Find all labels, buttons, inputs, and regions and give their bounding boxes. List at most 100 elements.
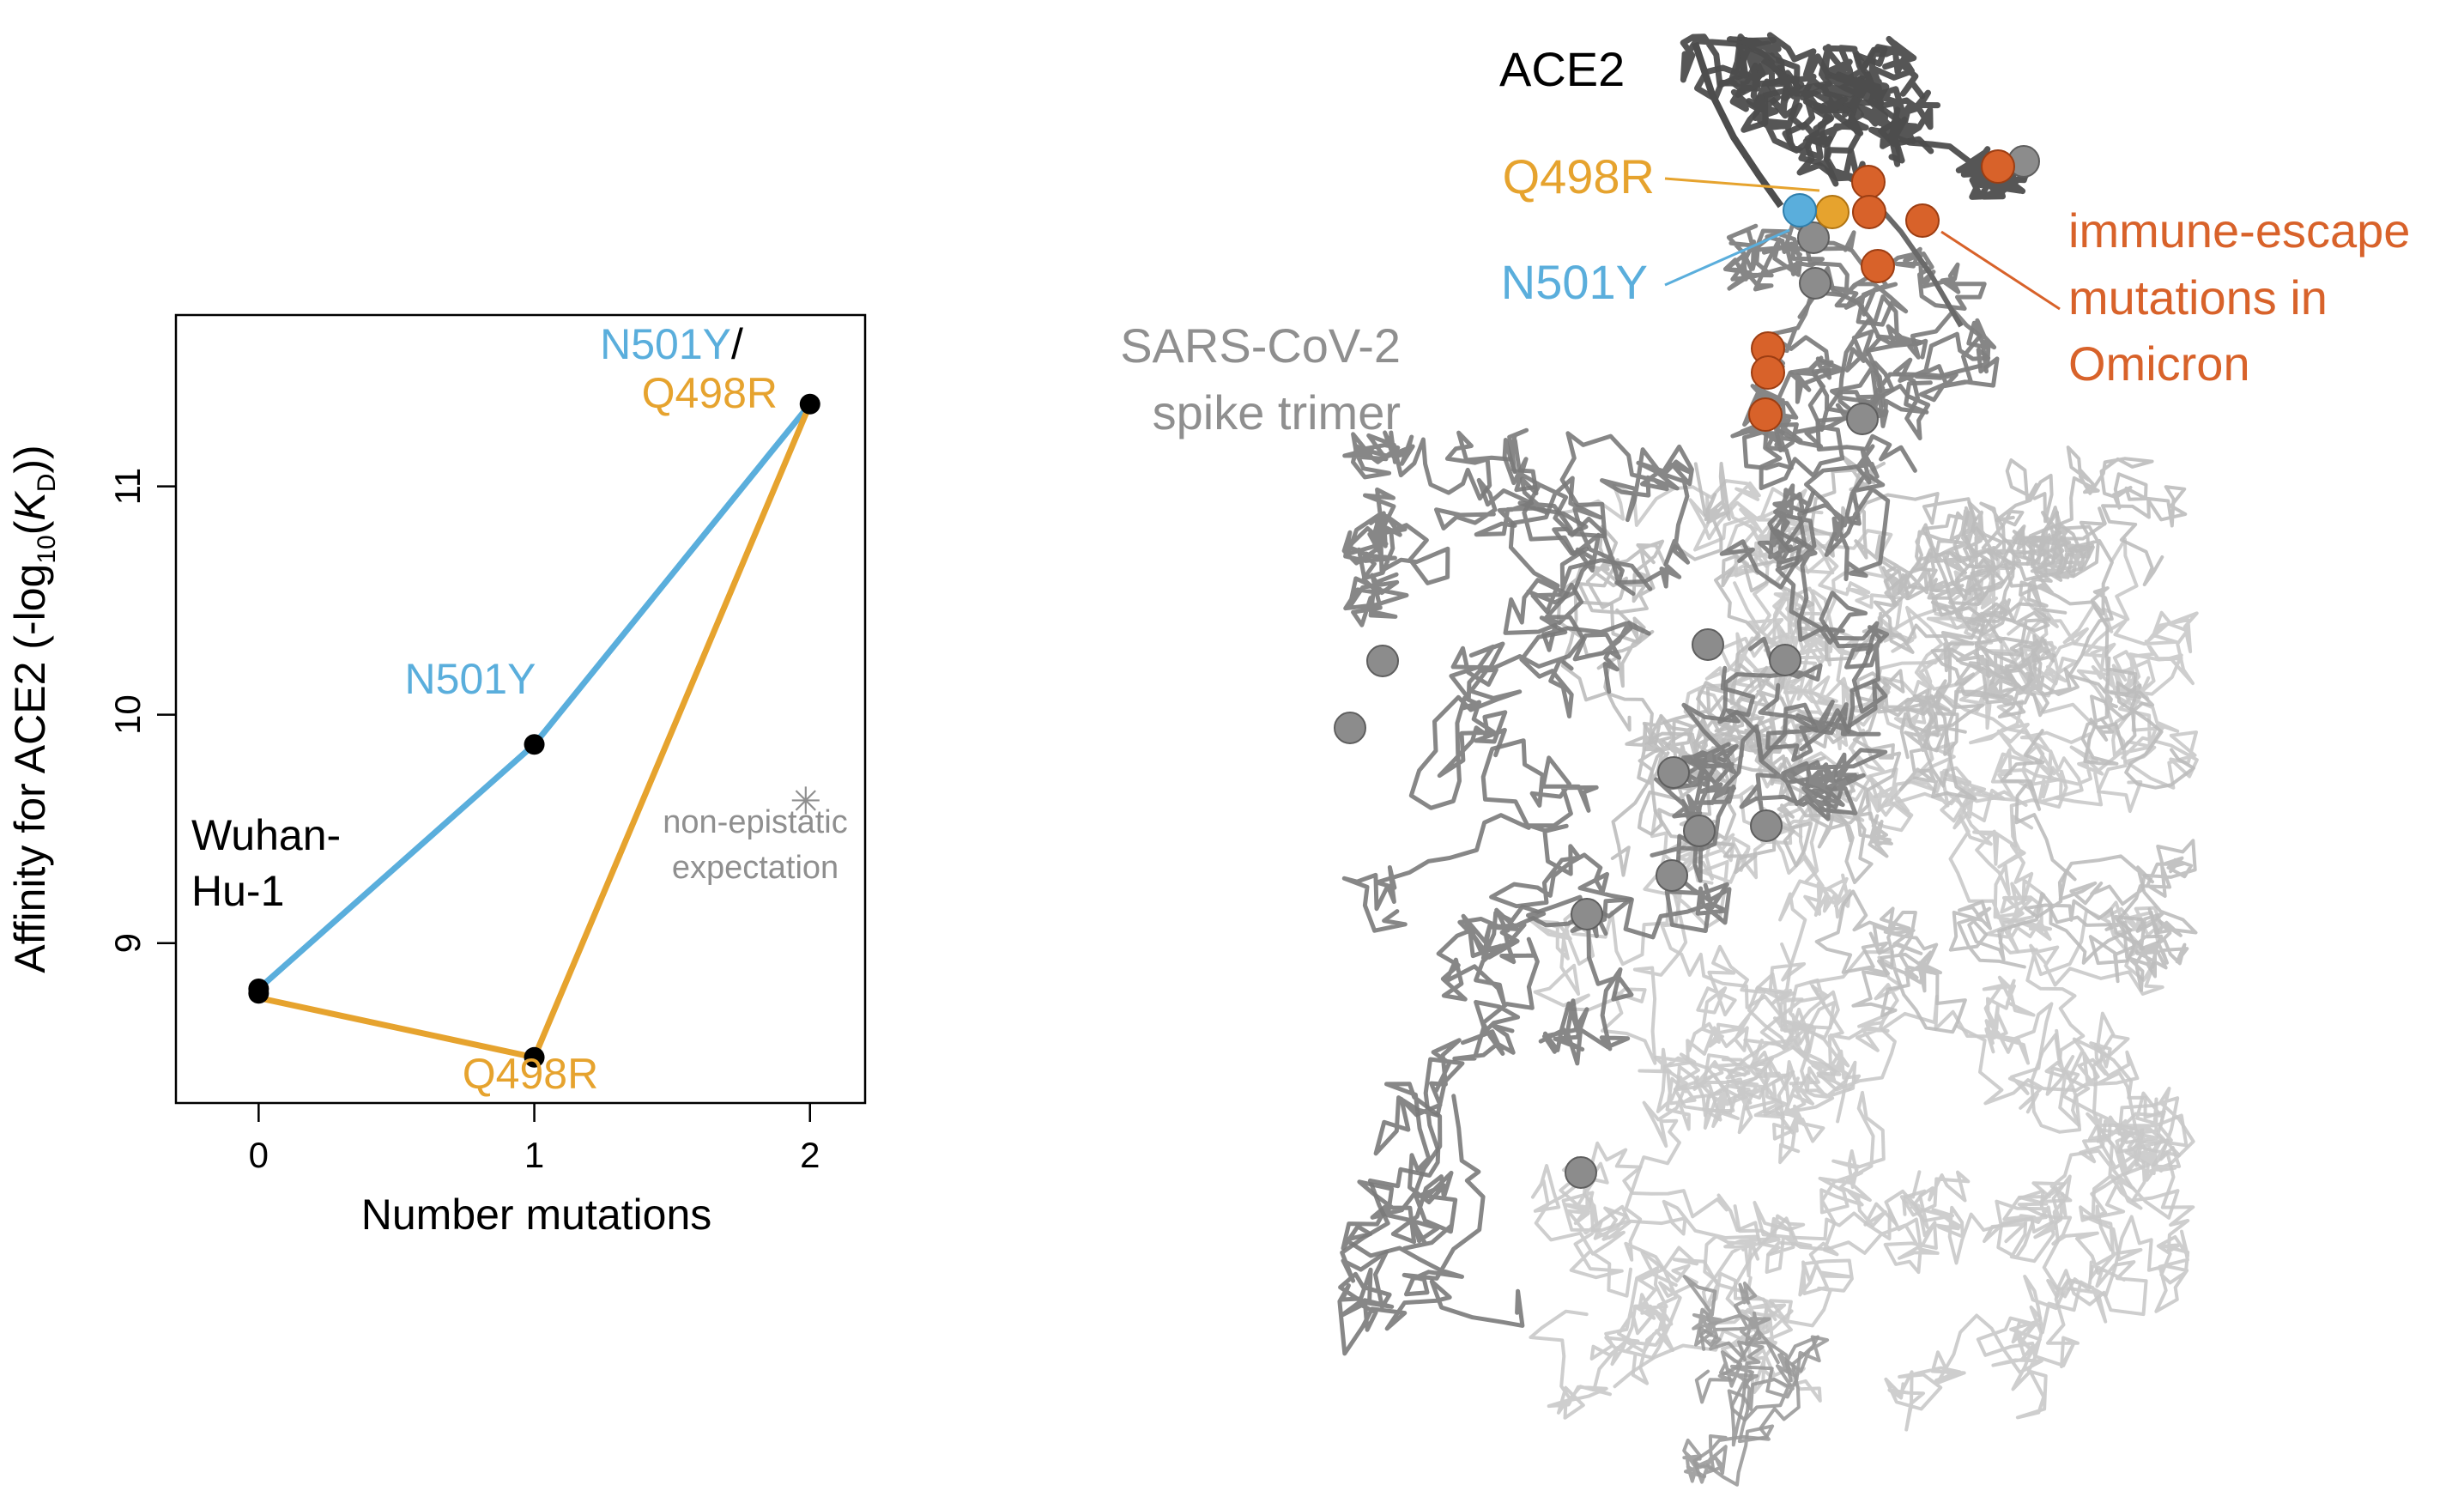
label-q498r: Q498R	[463, 1050, 598, 1098]
expectation-label-line2: expectation	[672, 850, 838, 886]
n501y-structure-label: N501Y	[1501, 255, 1648, 309]
y-axis-label-sub10: 10	[33, 535, 61, 563]
spike-chain-mid	[1893, 645, 2080, 734]
spike-chain-mid	[1961, 511, 2195, 790]
grey-sphere	[1769, 644, 1801, 676]
rbd-chain	[1730, 356, 1879, 470]
spike-chain-mid	[1948, 729, 2197, 969]
label-double-mutant-slash: /	[731, 320, 743, 368]
q498r-sphere	[1815, 195, 1850, 229]
escape-leader-line	[1940, 230, 2061, 311]
rbd-chain	[1759, 316, 1997, 491]
spike-chain-light	[1753, 1185, 2067, 1275]
spike-chain-dark	[1770, 444, 1891, 752]
spike-chain-mid	[1987, 445, 2188, 587]
spike-structure-illustration: ACE2 Q498R N501Y SARS-CoV-2 spike trimer…	[1120, 32, 2410, 1487]
escape-sphere	[1851, 165, 1886, 199]
grey-sphere	[1692, 628, 1724, 661]
grey-sphere	[1750, 809, 1783, 842]
x-axis: 0 1 2	[249, 1103, 820, 1175]
point-n501y-q498r	[799, 393, 820, 415]
spike-chain-mid	[1625, 554, 1800, 855]
spike-chain-mid	[2024, 854, 2198, 992]
points-layer	[248, 393, 820, 1068]
spike-chain-light	[1529, 1251, 1698, 1420]
immune-escape-spheres	[1748, 149, 2015, 432]
grey-sphere	[1846, 403, 1879, 435]
spike-chain-light	[1530, 1164, 1806, 1330]
spike-trimer-backbone	[1337, 222, 2199, 1487]
grey-sphere	[1656, 859, 1688, 892]
grey-sphere	[1799, 267, 1831, 300]
spike-chain-dark	[1717, 636, 1888, 821]
escape-label-line3: Omicron	[2068, 336, 2250, 391]
ace2-label: ACE2	[1499, 42, 1625, 96]
label-double-mutant-top: N501Y	[600, 320, 731, 368]
series-layer	[257, 402, 813, 1061]
spike-chain-mid	[1877, 634, 2056, 801]
rbd-chain	[1722, 222, 1856, 292]
y-axis-label-prefix: Affinity for ACE2 (-log	[6, 564, 54, 973]
spike-chain-light	[1692, 975, 2054, 1114]
escape-sphere	[1748, 397, 1783, 432]
spike-chain-light	[1613, 1090, 1971, 1389]
escape-label-line1: immune-escape	[2068, 203, 2410, 258]
ace2-chain	[1680, 33, 1864, 148]
grey-sphere	[1334, 712, 1366, 744]
grey-residue-spheres	[1334, 145, 2040, 1189]
rbd-chain	[1815, 308, 2000, 473]
label-double-mutant-bottom: Q498R	[642, 369, 778, 417]
spike-chain-light	[1624, 1052, 1795, 1331]
spike-label-line1: SARS-CoV-2	[1120, 318, 1401, 373]
spike-chain-dark	[1719, 483, 1888, 762]
grey-sphere	[1657, 756, 1690, 789]
n501y-leader-line	[1664, 228, 1790, 287]
q498r-structure-label: Q498R	[1503, 149, 1655, 203]
escape-sphere	[1861, 249, 1895, 283]
spike-chain-mid	[1850, 461, 2141, 751]
spike-chain-light	[1755, 737, 1977, 1051]
expectation-marker: ✳	[790, 780, 821, 822]
expectation-label-line1: non-epistatic	[663, 804, 847, 840]
spike-chain-mid	[1696, 664, 1852, 843]
spike-chain-dark	[1436, 904, 1547, 1061]
label-n501y: N501Y	[405, 655, 536, 703]
spike-chain-light	[2030, 610, 2199, 813]
spike-chain-mid	[1840, 492, 2013, 633]
spike-chain-light	[1912, 621, 2057, 954]
stalk-chain	[1682, 1275, 1780, 1365]
y-axis-label-open: (	[6, 520, 54, 535]
point-wuhan-hu-1	[248, 983, 269, 1004]
y-axis-label-subd: D	[33, 474, 61, 493]
x-tick-label-1: 1	[524, 1135, 544, 1175]
stalk-chain	[1682, 1350, 1775, 1487]
spike-chain-dark	[1434, 431, 1694, 597]
y-axis-label: Affinity for ACE2 (-log10(KD))	[6, 445, 61, 973]
n501y-sphere	[1783, 193, 1817, 227]
x-tick-label-0: 0	[249, 1135, 269, 1175]
plot-frame	[174, 313, 867, 1105]
spike-chain-dark	[1341, 487, 1450, 627]
point-n501y	[524, 734, 545, 755]
spike-chain-dark	[1526, 833, 1732, 1066]
y-axis-label-k: K	[6, 490, 54, 521]
escape-sphere	[1852, 195, 1886, 229]
point-q498r	[524, 1046, 545, 1068]
escape-sphere	[1751, 355, 1785, 390]
ace2-chain	[1825, 71, 1941, 164]
spike-chain-mid	[1814, 889, 1967, 1034]
x-tick-label-2: 2	[800, 1135, 820, 1175]
grey-sphere	[1797, 221, 1830, 254]
x-axis-label: Number mutations	[361, 1191, 712, 1239]
y-tick-label-11: 11	[107, 468, 148, 506]
label-wuhan-line1: Wuhan-	[191, 811, 341, 859]
spike-chain-dark	[1341, 1082, 1486, 1297]
escape-label-line2: mutations in	[2068, 270, 2328, 324]
spike-chain-dark	[1408, 582, 1585, 810]
escape-sphere	[1905, 203, 1940, 238]
spike-chain-dark	[1502, 438, 1651, 694]
spike-chain-dark	[1341, 738, 1633, 936]
